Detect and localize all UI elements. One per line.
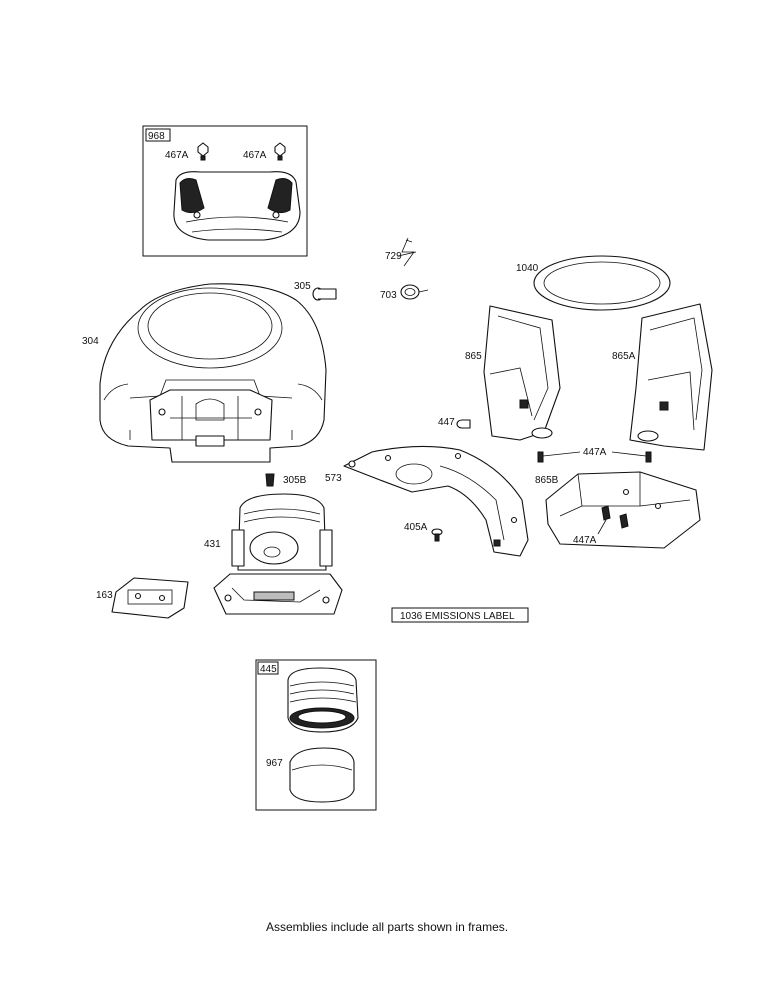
- label-729: 729: [385, 251, 402, 262]
- label-865a: 865A: [612, 351, 636, 362]
- label-573: 573: [325, 473, 342, 484]
- part-573-baffle: [343, 445, 529, 557]
- part-967-pre-cleaner: [289, 747, 355, 803]
- part-air-filter-cartridge: [287, 667, 359, 733]
- label-967: 967: [266, 758, 283, 769]
- label-865b: 865B: [535, 475, 559, 486]
- frame-445: 445 967: [255, 659, 377, 811]
- fastener-467a-left: [197, 142, 209, 161]
- emissions-label-box: 1036 EMISSIONS LABEL: [391, 607, 529, 623]
- fastener-467a-right: [274, 142, 286, 161]
- part-rocker-cover: [173, 171, 301, 241]
- part-865a-shroud: [629, 303, 713, 451]
- frame-968: 968 467A 467A: [142, 125, 308, 257]
- label-305: 305: [294, 281, 311, 292]
- frame-968-label: 968: [148, 131, 165, 142]
- label-447a-upper: 447A: [583, 447, 607, 458]
- part-865-shroud: [483, 305, 561, 441]
- frame-445-tag: [257, 661, 279, 675]
- part-405a-screw: [431, 528, 443, 542]
- label-467a-right: 467A: [243, 150, 267, 161]
- label-431: 431: [204, 539, 221, 550]
- label-405a: 405A: [404, 522, 428, 533]
- label-1040: 1040: [516, 263, 539, 274]
- part-163-gasket: [111, 577, 189, 619]
- part-431-air-cleaner-base: [213, 493, 343, 615]
- part-729-spring: [397, 237, 417, 267]
- label-304: 304: [82, 336, 99, 347]
- part-447a-lower-screws: [597, 505, 629, 535]
- label-163: 163: [96, 590, 113, 601]
- frame-445-border: [255, 659, 377, 811]
- emissions-label-text: 1036 EMISSIONS LABEL: [400, 611, 515, 622]
- frame-968-tag: [145, 128, 171, 142]
- part-447-screw: [456, 419, 471, 429]
- label-703: 703: [380, 290, 397, 301]
- part-703-clamp: [400, 284, 429, 300]
- part-1040-gasket-ring: [533, 255, 671, 311]
- frame-445-label: 445: [260, 664, 277, 675]
- label-305b: 305B: [283, 475, 307, 486]
- label-865: 865: [465, 351, 482, 362]
- part-865b-bracket: [545, 471, 701, 549]
- label-447: 447: [438, 417, 455, 428]
- part-447a-upper-screws: [537, 451, 652, 463]
- label-467a-left: 467A: [165, 150, 189, 161]
- part-304-blower-housing: [99, 283, 327, 463]
- part-305-screw: [312, 287, 337, 301]
- frame-968-border: [142, 125, 308, 257]
- footer-note: Assemblies include all parts shown in fr…: [266, 920, 508, 934]
- part-305b-screw: [265, 473, 275, 487]
- label-447a-lower: 447A: [573, 535, 597, 546]
